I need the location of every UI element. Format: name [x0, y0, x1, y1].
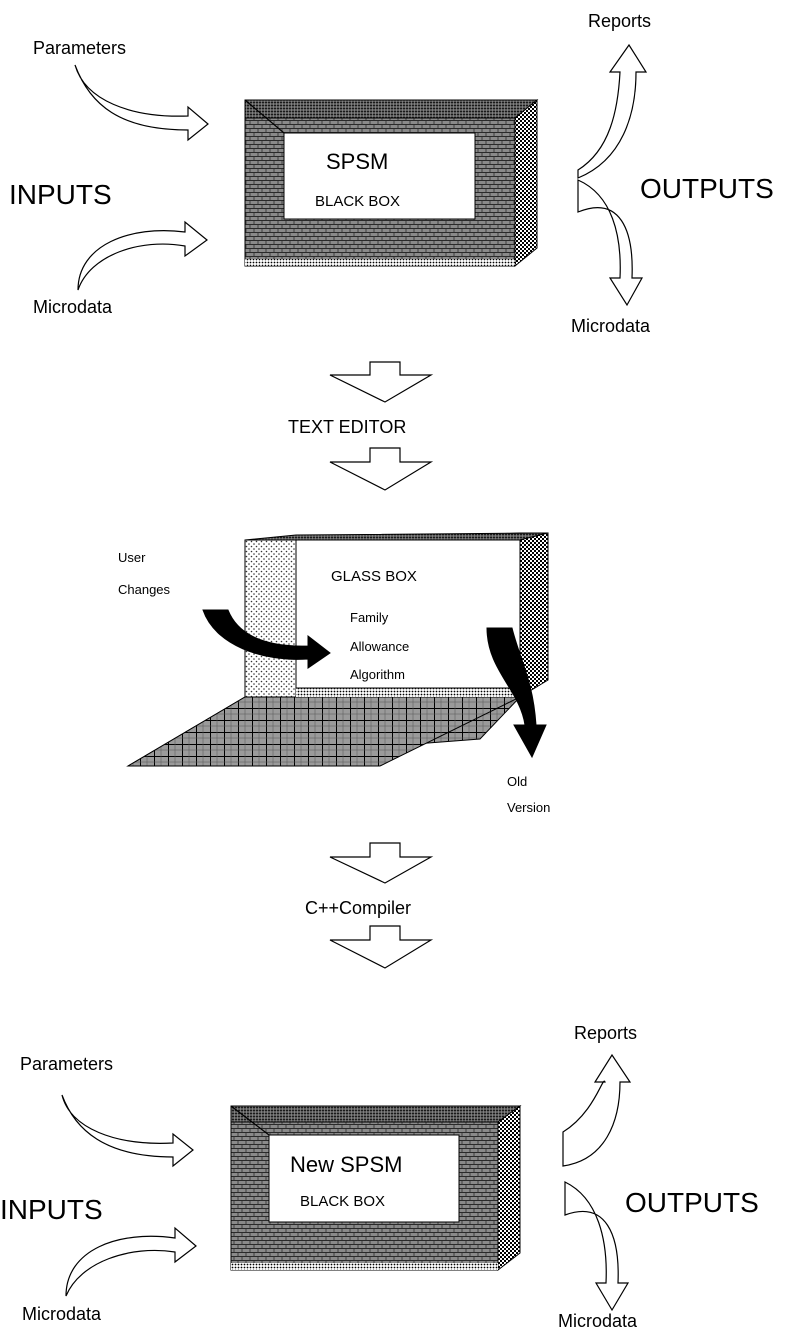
algo-line-2: Allowance	[350, 639, 409, 654]
outputs-label: OUTPUTS	[640, 173, 774, 204]
reports-label: Reports	[588, 11, 651, 31]
old-label: Old	[507, 774, 527, 789]
down-arrow-2	[329, 447, 434, 491]
reports-arrow	[577, 43, 648, 179]
microdata-out-label-bottom: Microdata	[558, 1311, 638, 1331]
version-label: Version	[507, 800, 550, 815]
new-spsm-title: New SPSM	[290, 1152, 402, 1177]
microdata-in-label: Microdata	[33, 297, 113, 317]
down-arrow-1	[329, 361, 434, 403]
microdata-out-arrow-bottom	[564, 1181, 630, 1312]
spsm-subtitle: BLACK BOX	[315, 193, 400, 210]
parameters-arrow-bottom	[61, 1094, 194, 1168]
parameters-label-bottom: Parameters	[20, 1054, 113, 1074]
down-arrow-4	[329, 925, 434, 969]
inputs-label-bottom: INPUTS	[0, 1194, 103, 1225]
new-spsm-subtitle: BLACK BOX	[300, 1193, 385, 1210]
user-label: User	[118, 550, 146, 565]
text-editor-label: TEXT EDITOR	[288, 417, 406, 437]
spsm-black-box: SPSM BLACK BOX	[244, 98, 539, 268]
top-section: Parameters INPUTS Microdata Reports OUTP…	[9, 11, 774, 336]
reports-arrow-bottom	[562, 1053, 632, 1167]
algo-line-3: Algorithm	[350, 667, 405, 682]
microdata-in-arrow-bottom	[65, 1226, 197, 1297]
microdata-in-arrow	[77, 220, 208, 291]
parameters-arrow	[74, 64, 209, 142]
bottom-section: Parameters INPUTS Microdata Reports OUTP…	[0, 1023, 759, 1331]
outputs-label-bottom: OUTPUTS	[625, 1187, 759, 1218]
old-version-arrow	[486, 627, 547, 759]
new-spsm-black-box: New SPSM BLACK BOX	[230, 1105, 522, 1272]
user-changes-arrow	[202, 609, 331, 669]
microdata-out-arrow	[577, 179, 644, 307]
down-arrow-3	[329, 842, 434, 884]
spsm-title: SPSM	[326, 149, 388, 174]
middle-section: GLASS BOX Family Allowance Algorithm Use…	[118, 532, 550, 815]
parameters-label: Parameters	[33, 38, 126, 58]
reports-label-bottom: Reports	[574, 1023, 637, 1043]
inputs-label: INPUTS	[9, 179, 112, 210]
algo-line-1: Family	[350, 610, 389, 625]
microdata-in-label-bottom: Microdata	[22, 1304, 102, 1324]
glass-box-title: GLASS BOX	[331, 568, 417, 585]
microdata-out-label: Microdata	[571, 316, 651, 336]
compiler-label: C++Compiler	[305, 898, 411, 918]
changes-label: Changes	[118, 582, 171, 597]
